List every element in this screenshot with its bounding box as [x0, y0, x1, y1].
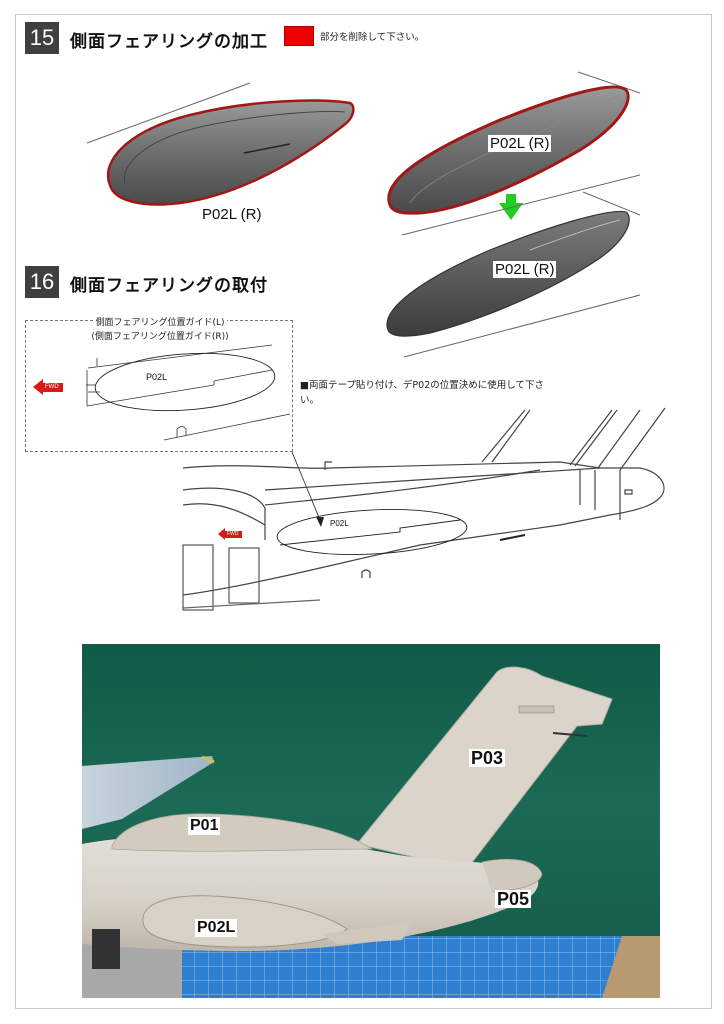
step-16-number: 16 — [25, 266, 59, 298]
drawing-part-label: P02L — [330, 519, 349, 528]
drawing-fwd-arrow: FWD — [218, 528, 243, 540]
fwd-label: FWD — [225, 530, 243, 538]
guide-title-right: (側面フェアリング位置ガイド(R)) — [91, 332, 229, 342]
photo-label-p05: P05 — [495, 889, 532, 909]
fairing-part-before-icon — [86, 82, 355, 206]
green-down-arrow-icon — [499, 194, 523, 220]
double-sided-tape-note: ■両面テープ貼り付け、デP02の位置決めに使用して下さい。 — [300, 380, 544, 406]
model-photo-illustration — [82, 666, 660, 998]
step-16-title: 側面フェアリングの取付 — [70, 276, 268, 296]
legend-text: 部分を削除して下さい。 — [320, 32, 425, 43]
photo-label-p02l: P02L — [195, 919, 238, 937]
part-label-before: P02L (R) — [202, 206, 262, 223]
part-label-after: P02L (R) — [493, 261, 557, 278]
guide-part-label: P02L — [146, 372, 168, 382]
assembled-model-photo: P01 P02L P03 P05 — [82, 644, 660, 998]
guide-title-left: 側面フェアリング位置ガイド(L) — [93, 318, 227, 328]
photo-label-p01: P01 — [188, 817, 221, 835]
red-legend-swatch — [284, 26, 314, 46]
position-guide-box: 側面フェアリング位置ガイド(L) (側面フェアリング位置ガイド(R)) — [25, 318, 293, 452]
guide-fwd-arrow: FWD — [33, 379, 63, 395]
fwd-arrow-head-icon — [33, 379, 43, 395]
fwd-label: FWD — [43, 382, 63, 392]
photo-label-p03: P03 — [469, 748, 506, 768]
part-label-marked: P02L (R) — [488, 135, 552, 152]
fwd-arrow-head-icon — [218, 528, 225, 540]
fuselage-drawing — [182, 407, 666, 611]
guide-drawing-lines — [86, 344, 324, 527]
page-frame — [15, 14, 712, 1009]
step-15-title: 側面フェアリングの加工 — [70, 32, 268, 52]
step-15-number: 15 — [25, 22, 59, 54]
